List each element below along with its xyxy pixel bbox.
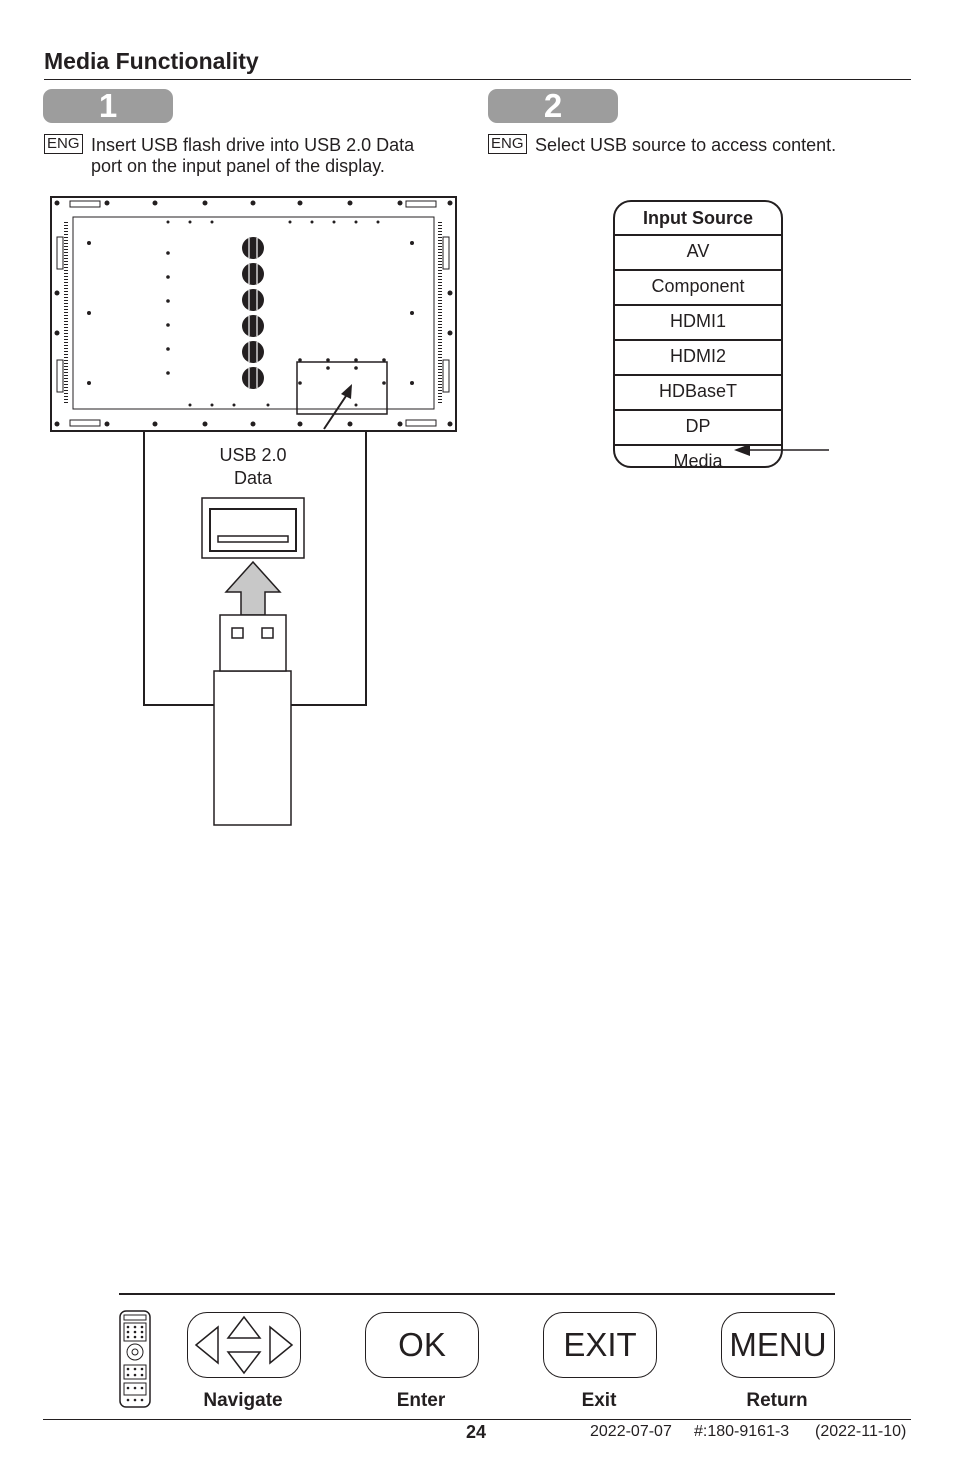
step-2-badge: 2 [488, 89, 618, 123]
usb-port-label-line-1: USB 2.0 [219, 445, 287, 465]
page-number: 24 [466, 1422, 487, 1442]
menu-item-hdmi2[interactable]: HDMI2 [615, 339, 781, 374]
page-title: Media Functionality [44, 48, 259, 74]
step-1-text-line-1: Insert USB flash drive into USB 2.0 Data [91, 135, 415, 155]
exit-label: Exit [581, 1390, 617, 1411]
navigate-button[interactable] [187, 1312, 301, 1378]
return-label: Return [746, 1390, 808, 1411]
enter-label: Enter [396, 1390, 446, 1411]
selection-arrow-icon [734, 444, 829, 456]
menu-item-hdbaset[interactable]: HDBaseT [615, 374, 781, 409]
input-source-menu: Input Source AV Component HDMI1 HDMI2 HD… [613, 200, 783, 468]
menu-item-hdmi1[interactable]: HDMI1 [615, 304, 781, 339]
arrow-keys-icon [194, 1315, 294, 1375]
menu-button[interactable]: MENU [721, 1312, 835, 1378]
step-1-badge: 1 [43, 89, 173, 123]
footer-doc-number: #:180-9161-3 [694, 1423, 790, 1440]
step-1-lang-tag: ENG [44, 134, 83, 154]
menu-item-av[interactable]: AV [615, 234, 781, 269]
footer-revision: (2022-11-10) [815, 1423, 907, 1440]
menu-title: Input Source [642, 208, 753, 228]
navigate-label: Navigate [203, 1390, 283, 1411]
footer-rule [43, 1419, 911, 1420]
exit-button[interactable]: EXIT [543, 1312, 657, 1378]
menu-item-media[interactable]: Media [615, 444, 781, 466]
menu-item-dp[interactable]: DP [615, 409, 781, 444]
menu-item-component[interactable]: Component [615, 269, 781, 304]
step-1-text-line-2: port on the input panel of the display. [91, 156, 385, 176]
remote-control-icon [119, 1310, 151, 1408]
step-2-lang-tag: ENG [488, 134, 527, 154]
header-rule [44, 79, 911, 80]
display-back-panel-illustration [50, 196, 457, 826]
footer-date: 2022-07-07 [590, 1423, 672, 1440]
step-2-text: Select USB source to access content. [535, 135, 837, 155]
legend-rule [119, 1293, 835, 1295]
usb-port-label-line-2: Data [233, 468, 273, 488]
ok-button[interactable]: OK [365, 1312, 479, 1378]
